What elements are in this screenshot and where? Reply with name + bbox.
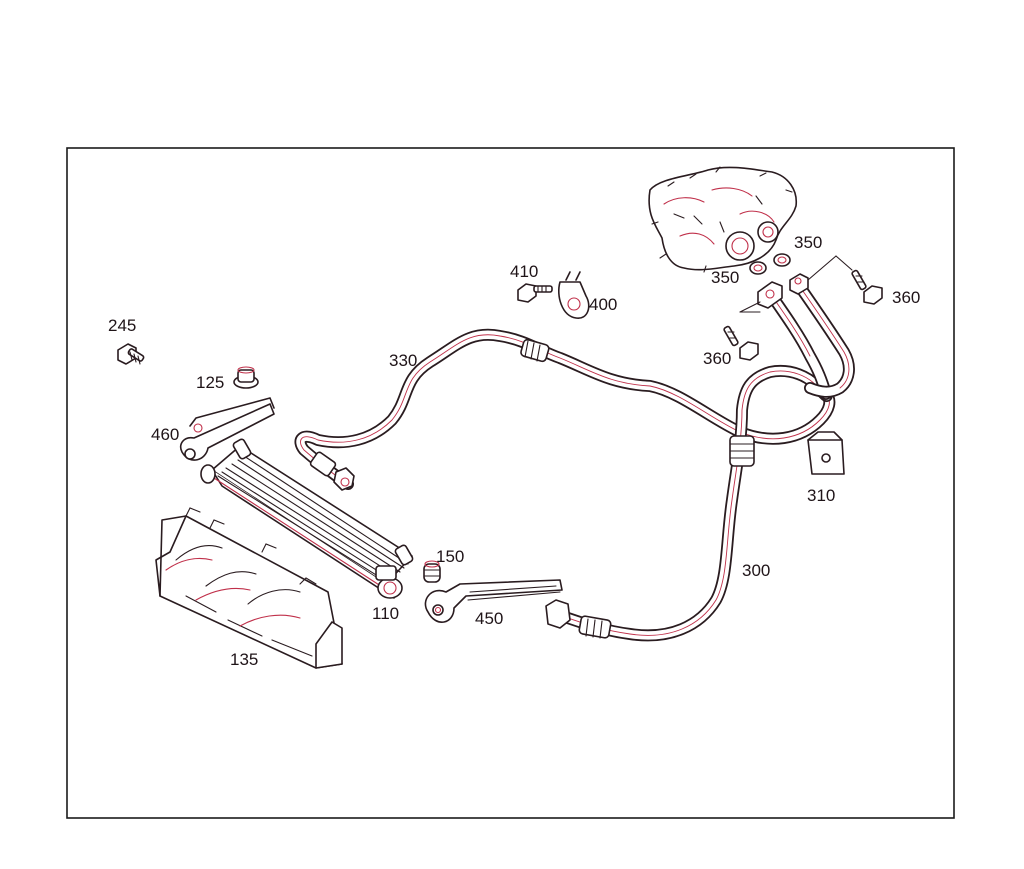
label-360-right: 360 <box>892 288 920 307</box>
label-245: 245 <box>108 316 136 335</box>
grommet-150[interactable] <box>423 560 441 583</box>
transmission-housing <box>648 166 797 273</box>
label-410: 410 <box>510 262 538 281</box>
label-300: 300 <box>742 561 770 580</box>
grommet-125[interactable] <box>233 366 259 389</box>
bolt-245[interactable] <box>117 343 145 365</box>
label-350-upper: 350 <box>794 233 822 252</box>
oil-cooler-110[interactable] <box>200 438 414 599</box>
label-350-lower: 350 <box>711 268 739 287</box>
bolt-360-a[interactable] <box>723 325 759 361</box>
bracket-450[interactable] <box>424 579 563 623</box>
label-360-left: 360 <box>703 349 731 368</box>
bracket-310[interactable] <box>807 431 845 475</box>
bracket-460[interactable] <box>179 397 275 461</box>
bolt-360-b[interactable] <box>851 269 883 305</box>
bolt-410[interactable] <box>517 283 553 303</box>
pipe-flange <box>757 273 809 309</box>
label-330: 330 <box>389 351 417 370</box>
label-310: 310 <box>807 486 835 505</box>
label-400: 400 <box>589 295 617 314</box>
seal-350-a[interactable] <box>749 261 767 275</box>
clamp-400[interactable] <box>558 271 590 319</box>
leader-lines <box>739 255 853 313</box>
seal-350-b[interactable] <box>773 253 791 267</box>
label-110: 110 <box>372 604 399 623</box>
label-125: 125 <box>196 373 224 392</box>
air-duct-135[interactable] <box>155 507 343 669</box>
diagram-frame <box>66 147 955 819</box>
twin-pipes-upper <box>766 278 855 400</box>
label-450: 450 <box>475 609 503 628</box>
return-line-330[interactable] <box>294 328 836 491</box>
feed-line-300[interactable] <box>545 365 833 642</box>
label-135: 135 <box>230 650 258 669</box>
label-150: 150 <box>436 547 464 566</box>
label-460: 460 <box>151 425 179 444</box>
